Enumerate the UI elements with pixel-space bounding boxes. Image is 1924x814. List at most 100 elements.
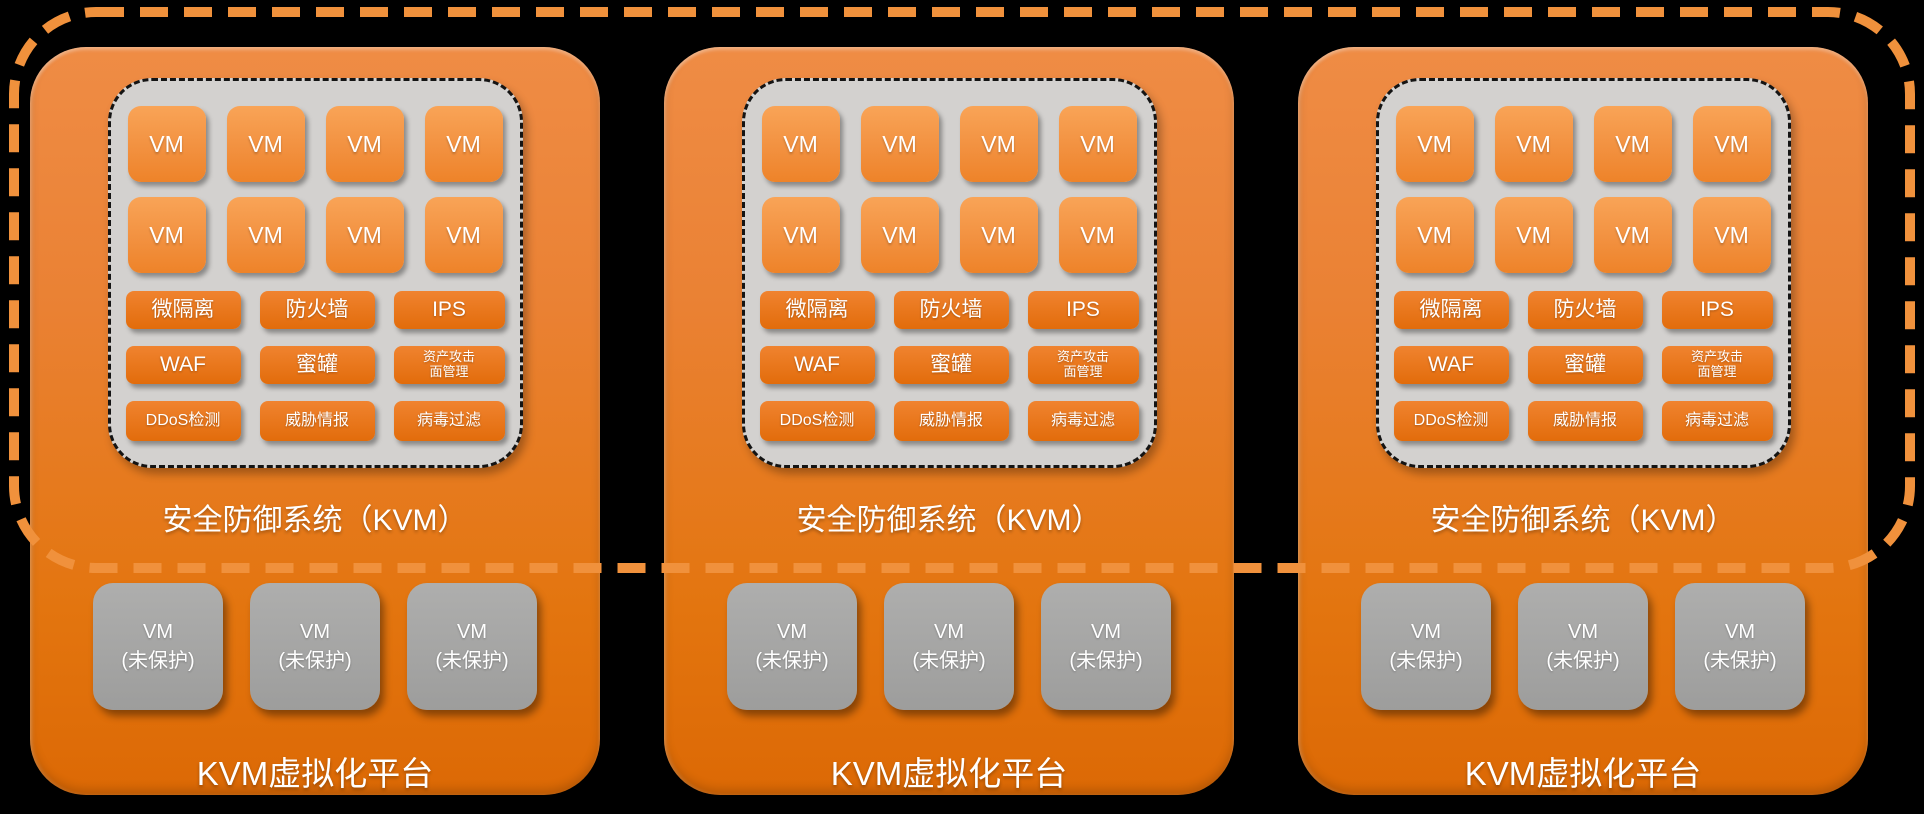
security-tool-label: 蜜罐 xyxy=(930,352,972,376)
protected-vm-grid: VM VM VM VM VM VM VM VM xyxy=(1395,106,1771,273)
security-tool-chip: 病毒过滤 xyxy=(1027,401,1139,441)
protected-vm: VM xyxy=(860,106,939,182)
security-tool-label: 蜜罐 xyxy=(296,352,338,376)
unprotected-vm: VM (未保护) xyxy=(1361,583,1491,710)
security-tool-label: 病毒过滤 xyxy=(1050,411,1115,429)
security-tool-chip: 蜜罐 xyxy=(893,346,1009,384)
security-tool-label: 微隔离 xyxy=(1419,297,1483,321)
kvm-host-panel: VM VM VM VM VM VM VM VM 微隔离 防火墙 I xyxy=(1298,47,1868,795)
unprotected-vm: VM (未保护) xyxy=(727,583,857,710)
security-tool-label: 防火墙 xyxy=(1553,297,1617,321)
security-tool-label: 蜜罐 xyxy=(1564,352,1606,376)
unprotected-vm-row: VM (未保护) VM (未保护) VM (未保护) xyxy=(1298,583,1868,710)
protected-vm: VM xyxy=(424,197,503,273)
unprotected-vm-status: (未保护) xyxy=(1069,649,1143,672)
security-tool-label: 病毒过滤 xyxy=(416,411,481,429)
security-tool-chip: DDoS检测 xyxy=(125,401,241,441)
protected-vm: VM xyxy=(127,106,206,182)
unprotected-vm-status: (未保护) xyxy=(435,649,509,672)
security-tool-chip: 威胁情报 xyxy=(259,401,375,441)
security-tool-label: WAF xyxy=(1428,352,1474,376)
security-tool-label: WAF xyxy=(794,352,840,376)
security-tool-label: IPS xyxy=(432,297,466,321)
defense-system-container: VM VM VM VM VM VM VM VM 微隔离 防火墙 I xyxy=(741,78,1157,468)
security-tool-chip: 资产攻击 面管理 xyxy=(1661,346,1773,384)
security-tool-chip: 资产攻击 面管理 xyxy=(1027,346,1139,384)
kvm-platform-label: KVM虚拟化平台 xyxy=(1464,755,1702,792)
security-tool-label: 威胁情报 xyxy=(284,411,349,429)
unprotected-vm-status: (未保护) xyxy=(278,649,352,672)
protected-vm: VM xyxy=(1692,106,1771,182)
security-tool-chip: 微隔离 xyxy=(1393,291,1509,329)
security-tool-chip: 病毒过滤 xyxy=(393,401,505,441)
security-tool-grid: 微隔离 防火墙 IPS WAF 蜜罐 xyxy=(759,291,1139,441)
unprotected-vm-status: (未保护) xyxy=(1703,649,1777,672)
protected-vm: VM xyxy=(1593,106,1672,182)
protected-vm: VM xyxy=(1058,106,1137,182)
unprotected-vm-name: VM xyxy=(934,620,964,643)
security-tool-chip: 防火墙 xyxy=(1527,291,1643,329)
protected-vm: VM xyxy=(761,197,840,273)
protected-vm: VM xyxy=(226,106,305,182)
unprotected-vm-status: (未保护) xyxy=(1389,649,1463,672)
unprotected-vm-row: VM (未保护) VM (未保护) VM (未保护) xyxy=(664,583,1234,710)
security-tool-label: 威胁情报 xyxy=(918,411,983,429)
protected-vm: VM xyxy=(761,106,840,182)
unprotected-vm-status: (未保护) xyxy=(755,649,829,672)
unprotected-vm: VM (未保护) xyxy=(884,583,1014,710)
security-tool-label: 威胁情报 xyxy=(1552,411,1617,429)
security-tool-label-line2: 面管理 xyxy=(1063,364,1103,379)
security-tool-chip: DDoS检测 xyxy=(759,401,875,441)
security-tool-chip: 威胁情报 xyxy=(1527,401,1643,441)
defense-system-container: VM VM VM VM VM VM VM VM 微隔离 防火墙 I xyxy=(107,78,523,468)
security-tool-chip: 病毒过滤 xyxy=(1661,401,1773,441)
panels-row: VM VM VM VM VM VM VM VM 微隔离 防火墙 I xyxy=(30,47,1868,795)
defense-system-label: 安全防御系统（KVM） xyxy=(162,504,468,537)
kvm-platform-label: KVM虚拟化平台 xyxy=(830,755,1068,792)
security-tool-chip: IPS xyxy=(1027,291,1139,329)
security-tool-chip: 资产攻击 面管理 xyxy=(393,346,505,384)
security-tool-chip: WAF xyxy=(125,346,241,384)
security-tool-label: IPS xyxy=(1066,297,1100,321)
security-tool-chip: 微隔离 xyxy=(759,291,875,329)
protected-vm: VM xyxy=(325,106,404,182)
defense-system-container: VM VM VM VM VM VM VM VM 微隔离 防火墙 I xyxy=(1375,78,1791,468)
defense-system-label: 安全防御系统（KVM） xyxy=(796,504,1102,537)
kvm-platform-label: KVM虚拟化平台 xyxy=(196,755,434,792)
unprotected-vm-row: VM (未保护) VM (未保护) VM (未保护) xyxy=(30,583,600,710)
unprotected-vm: VM (未保护) xyxy=(93,583,223,710)
security-tool-label: 资产攻击 xyxy=(422,349,475,365)
security-tool-chip: DDoS检测 xyxy=(1393,401,1509,441)
security-tool-chip: WAF xyxy=(1393,346,1509,384)
kvm-host-panel: VM VM VM VM VM VM VM VM 微隔离 防火墙 I xyxy=(664,47,1234,795)
security-tool-label: WAF xyxy=(160,352,206,376)
unprotected-vm-name: VM xyxy=(457,620,487,643)
security-tool-label-line2: 面管理 xyxy=(1697,364,1737,379)
security-tool-chip: 蜜罐 xyxy=(259,346,375,384)
security-tool-label: 防火墙 xyxy=(919,297,983,321)
security-tool-label: 病毒过滤 xyxy=(1684,411,1749,429)
protected-vm: VM xyxy=(1692,197,1771,273)
kvm-host-panel: VM VM VM VM VM VM VM VM 微隔离 防火墙 I xyxy=(30,47,600,795)
protected-vm-grid: VM VM VM VM VM VM VM VM xyxy=(127,106,503,273)
unprotected-vm: VM (未保护) xyxy=(1518,583,1648,710)
security-tool-label: 资产攻击 xyxy=(1056,349,1109,365)
protected-vm: VM xyxy=(1395,197,1474,273)
unprotected-vm-name: VM xyxy=(300,620,330,643)
protected-vm-grid: VM VM VM VM VM VM VM VM xyxy=(761,106,1137,273)
security-tool-chip: 防火墙 xyxy=(259,291,375,329)
unprotected-vm: VM (未保护) xyxy=(250,583,380,710)
security-tool-label: DDoS检测 xyxy=(779,411,855,429)
unprotected-vm-status: (未保护) xyxy=(912,649,986,672)
unprotected-vm: VM (未保护) xyxy=(1675,583,1805,710)
protected-vm: VM xyxy=(1058,197,1137,273)
protected-vm: VM xyxy=(860,197,939,273)
unprotected-vm-name: VM xyxy=(143,620,173,643)
unprotected-vm-status: (未保护) xyxy=(1546,649,1620,672)
unprotected-vm: VM (未保护) xyxy=(1041,583,1171,710)
protected-vm: VM xyxy=(959,106,1038,182)
unprotected-vm-name: VM xyxy=(1411,620,1441,643)
security-tool-label: DDoS检测 xyxy=(1413,411,1489,429)
defense-system-label: 安全防御系统（KVM） xyxy=(1430,504,1736,537)
